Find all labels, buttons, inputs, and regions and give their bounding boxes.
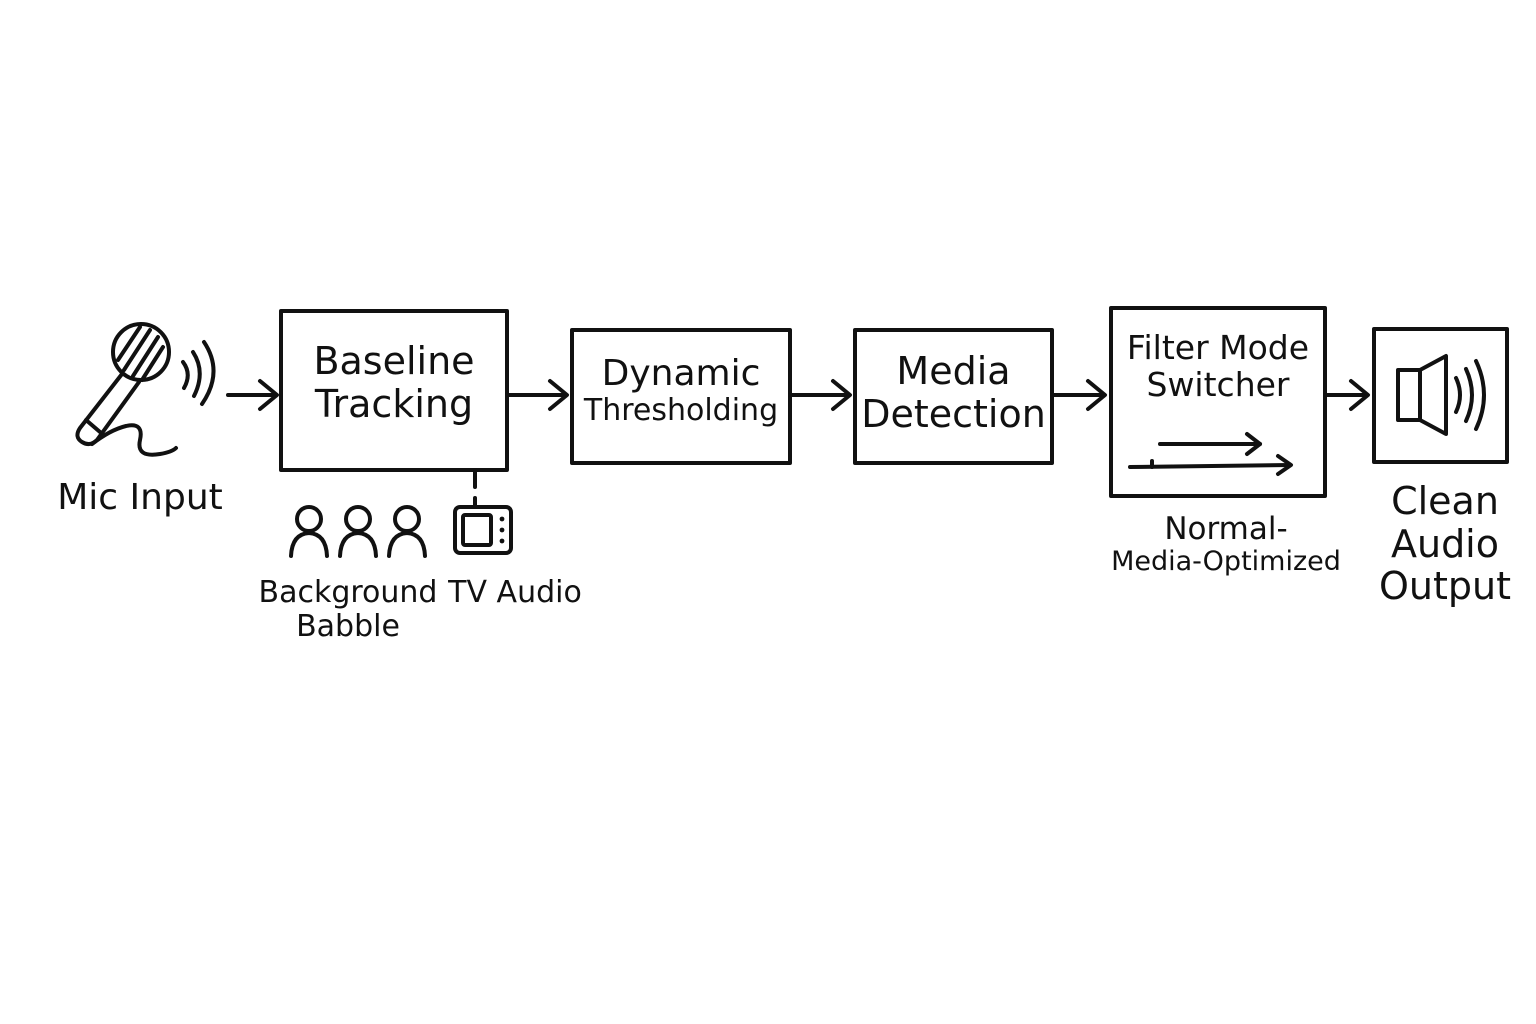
arrow-switcher-to-output (1323, 379, 1370, 411)
switcher-modes-label: Normal- Media-Optimized (1096, 512, 1356, 577)
baseline-tracking-line1: Baseline (313, 339, 475, 383)
switcher-mode-normal: Normal- (1164, 511, 1288, 547)
clean-audio-output-label: Clean Audio Output (1360, 480, 1530, 608)
arrow-media-to-switcher (1050, 379, 1107, 411)
dynamic-thresholding-line1: Dynamic (601, 353, 761, 394)
arrow-mic-to-baseline (226, 379, 279, 411)
background-babble-line1: Background (258, 575, 438, 610)
media-detection-line1: Media (896, 349, 1011, 393)
filter-mode-switcher-box (1109, 306, 1327, 498)
switcher-mode-media-optimized: Media-Optimized (1111, 545, 1341, 577)
clean-audio-output-line2: Audio (1390, 521, 1499, 566)
baseline-tracking-label: Baseline Tracking (281, 340, 507, 425)
background-babble-line2: Babble (296, 608, 400, 644)
filter-mode-switcher-label: Filter Mode Switcher (1111, 328, 1325, 404)
media-detection-label: Media Detection (855, 350, 1052, 435)
baseline-tracking-box (279, 309, 509, 472)
speaker-icon (1396, 354, 1486, 436)
clean-audio-output-line3: Output (1379, 564, 1511, 609)
clean-audio-output-line1: Clean (1391, 479, 1499, 523)
background-babble-label: Background Babble (248, 576, 448, 643)
clean-audio-output-box (1372, 327, 1509, 464)
dynamic-thresholding-label: Dynamic Thresholding (572, 353, 790, 429)
filter-mode-switcher-line1: Filter Mode (1126, 328, 1310, 367)
people-icon (289, 505, 427, 558)
filter-mode-switcher-line2: Switcher (1146, 364, 1290, 404)
mic-input-label: Mic Input (57, 477, 223, 518)
tv-audio-label: TV Audio (448, 575, 582, 610)
arrow-dynamic-to-media (788, 379, 852, 411)
arrow-baseline-to-dynamic (505, 379, 569, 411)
tv-icon (453, 496, 513, 555)
baseline-tracking-line2: Tracking (314, 381, 474, 426)
microphone-icon (75, 322, 216, 457)
dynamic-thresholding-line2: Thresholding (583, 393, 779, 429)
switch-arrows-icon (1128, 432, 1293, 476)
media-detection-line2: Detection (861, 391, 1046, 436)
